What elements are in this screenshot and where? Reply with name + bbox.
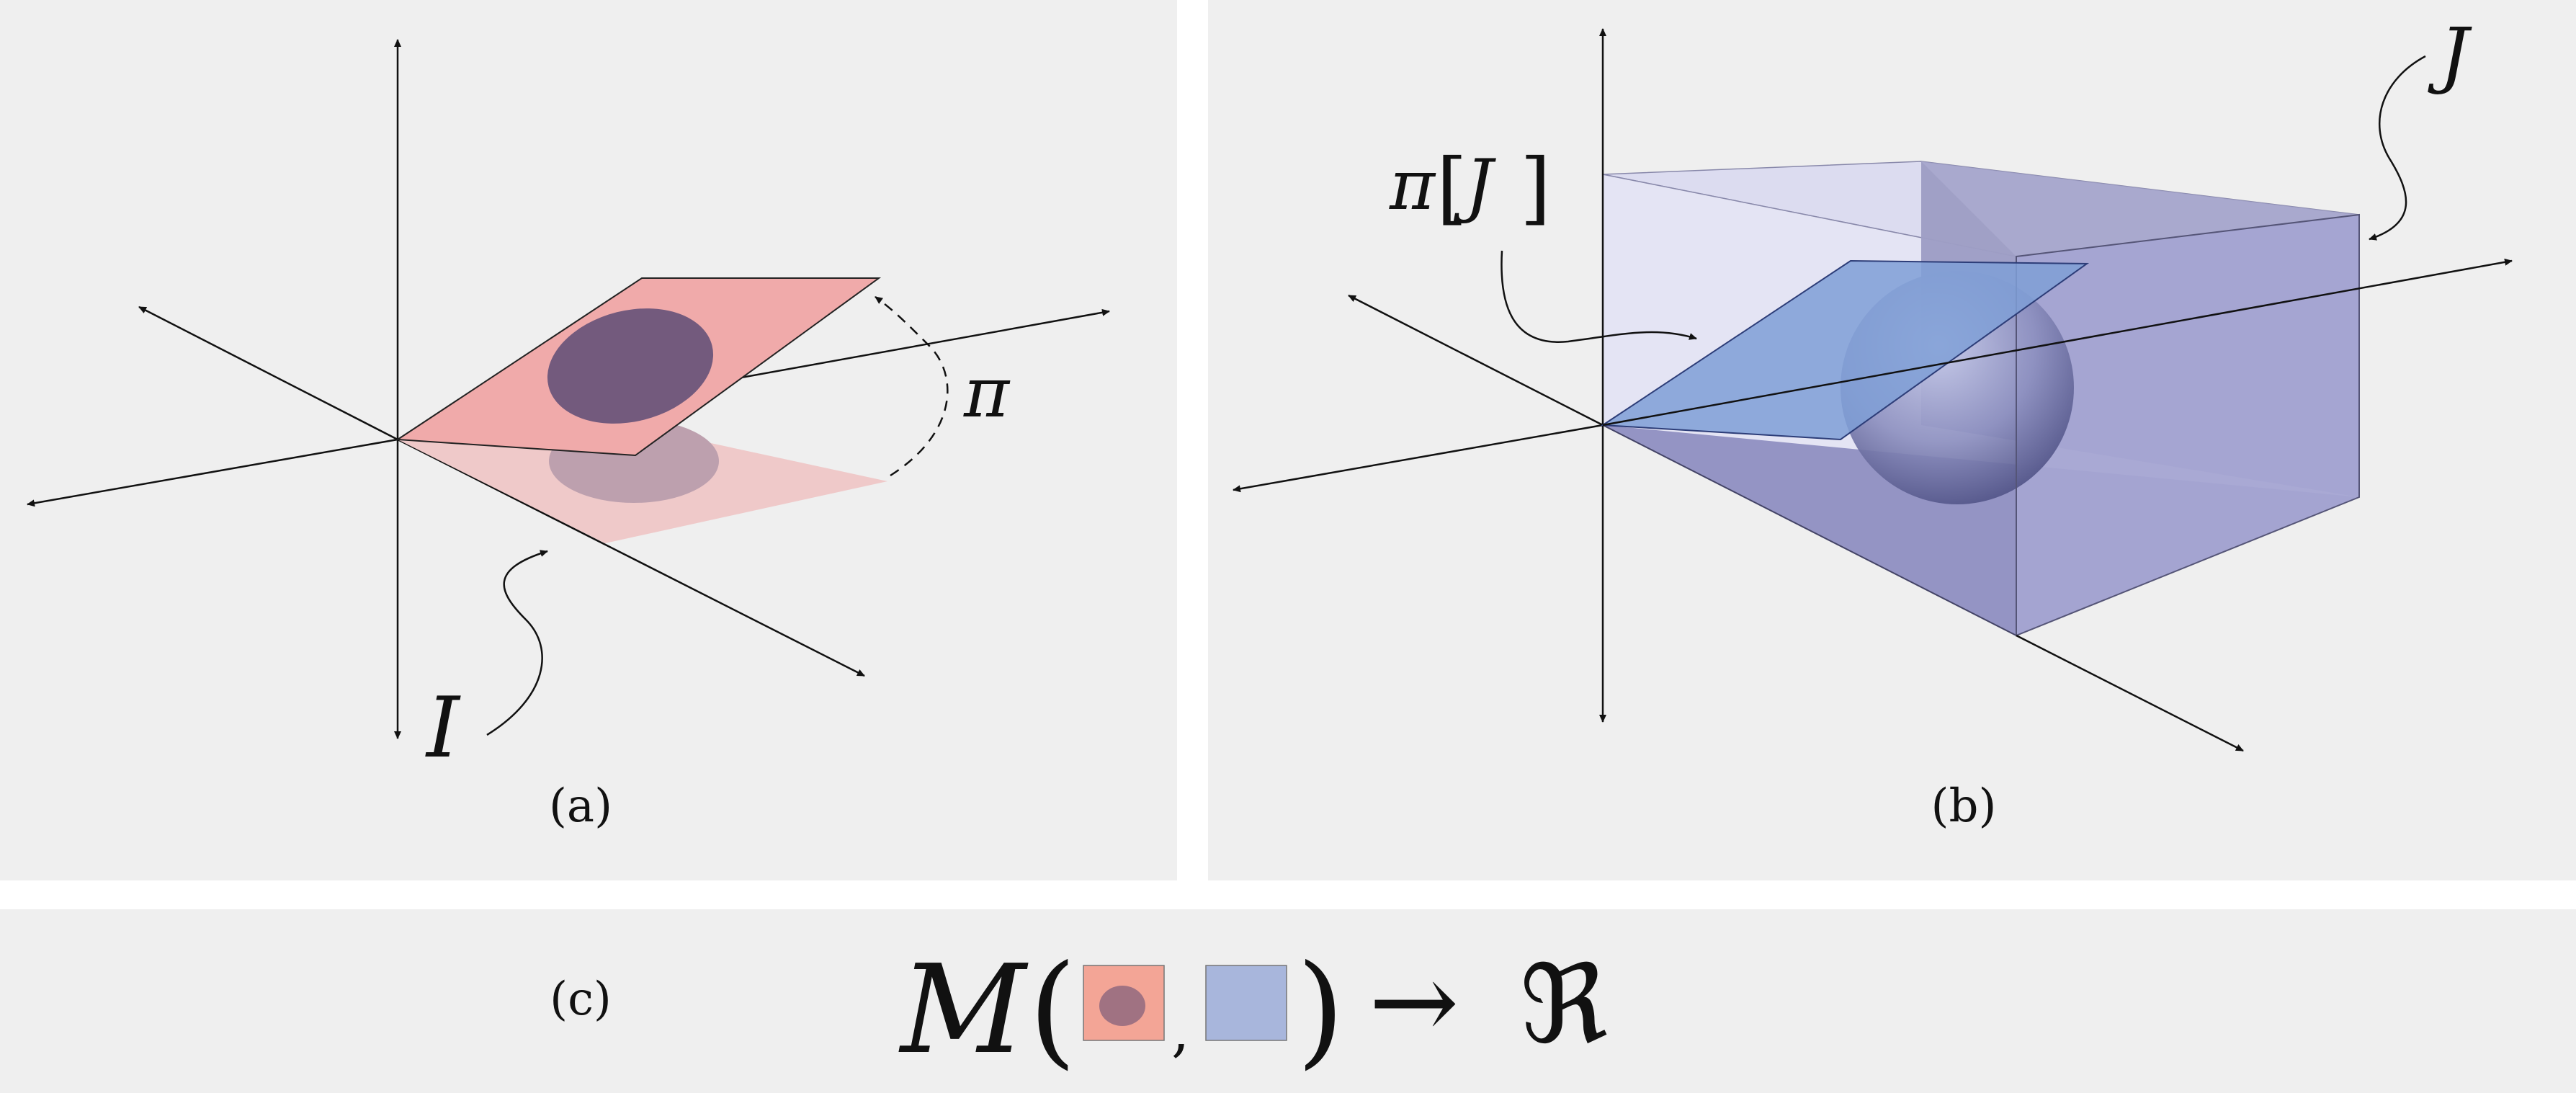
axis-right [1602,258,2513,427]
panel-c: (c) M ( , ) → ℜ [0,909,2576,1093]
piJ-pi: π [1389,145,1436,226]
blue-swatch [1205,965,1287,1041]
I-label: I [425,679,461,777]
piJ-curved-arrow [1501,250,1697,343]
caption-b: (b) [1931,780,1997,833]
pi-dashed-arrow [875,295,949,477]
axis-lower-right [397,438,865,677]
J-squiggle-arrow [2369,55,2426,241]
projected-plane-blue [1600,259,2090,441]
box-edge-bottom [1602,424,2017,636]
axis-lower-right [2016,634,2244,752]
pi-label: π [963,352,1011,433]
axis-left [27,438,398,507]
piJ-label: π [ J ] [1389,141,1551,233]
tilted-plane-ellipse [547,308,714,424]
caption-c: (c) [550,973,612,1026]
pink-swatch-with-ellipse [1083,965,1165,1041]
panel-b: J π [ J ] (b) [1208,0,2576,880]
panel-a: π I (a) [0,0,1177,880]
right-arrow: → [1369,940,1459,1065]
panel-a-diagram: π I (a) [27,39,1110,833]
axis-upper-left [1348,294,1604,427]
close-parenthesis: ) [1297,939,1344,1081]
piJ-close-bracket: ] [1520,141,1551,233]
open-parenthesis: ( [1029,939,1076,1081]
I-squiggle-arrow [486,550,548,736]
box-bottom-face [1603,425,2359,635]
panel-b-diagram: J π [ J ] (b) [1233,12,2513,833]
fraktur-R: ℜ [1520,942,1608,1068]
panel-c-formula: (c) M ( , ) → ℜ [550,939,1608,1081]
J-label: J [2428,12,2472,97]
piJ-open-bracket: [ [1436,141,1467,233]
comma: , [1171,997,1189,1064]
caption-a: (a) [549,780,612,833]
calligraphic-M: M [898,939,1029,1081]
axis-left [1233,424,1604,493]
axis-upper-left [138,305,398,441]
